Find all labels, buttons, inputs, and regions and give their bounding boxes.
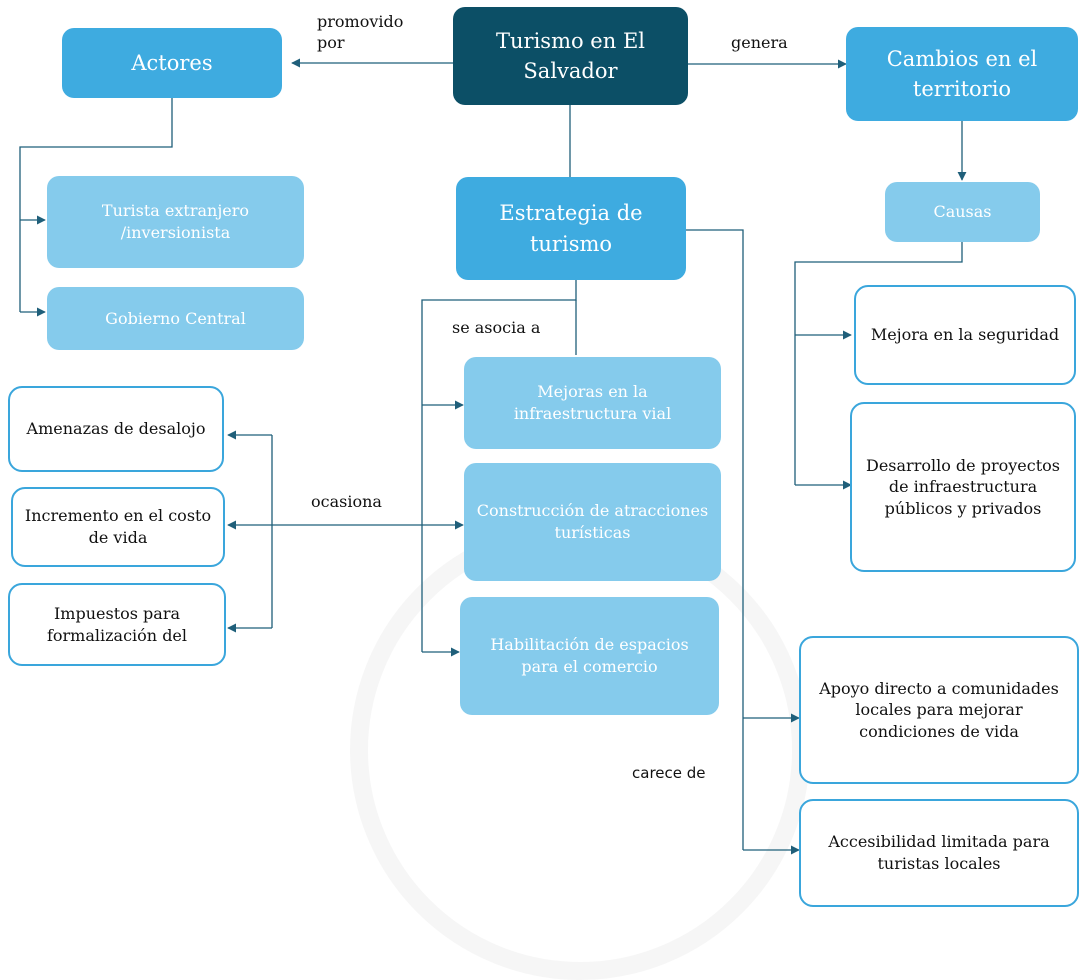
node-apoyo-comunidades-label: Apoyo directo a comunidades locales para… [819,678,1059,741]
node-turismo-el-salvador-label: Turismo en El Salvador [496,28,645,83]
node-accesibilidad-limitada: Accesibilidad limitada para turistas loc… [799,799,1079,907]
node-construccion-atracciones: Construcción de atracciones turísticas [464,463,721,581]
node-amenazas-desalojo: Amenazas de desalojo [8,386,224,472]
node-gobierno-central: Gobierno Central [47,287,304,350]
node-turismo-el-salvador: Turismo en El Salvador [453,7,688,105]
connector-layer [19,58,967,855]
node-turista-extranjero-label: Turista extranjero /inversionista [101,201,250,242]
node-actores-label: Actores [131,50,213,75]
node-desarrollo-proyectos-label: Desarrollo de proyectos de infraestructu… [866,455,1060,518]
node-incremento-costo-label: Incremento en el costo de vida [24,506,212,547]
edge-label-ocasiona: ocasiona [311,492,382,513]
edge-label-genera: genera [731,33,788,54]
edge-actores-bracket [19,98,173,312]
node-turista-extranjero: Turista extranjero /inversionista [47,176,304,268]
node-mejora-seguridad: Mejora en la seguridad [854,285,1076,385]
node-amenazas-desalojo-label: Amenazas de desalojo [26,419,206,439]
node-cambios-territorio-label: Cambios en el territorio [886,46,1038,101]
edge-estrategia-carece [686,229,744,850]
node-incremento-costo: Incremento en el costo de vida [11,487,225,567]
node-mejora-seguridad-label: Mejora en la seguridad [870,325,1060,345]
node-habilitacion-espacios-label: Habilitación de espacios para el comerci… [490,635,689,676]
node-desarrollo-proyectos: Desarrollo de proyectos de infraestructu… [850,402,1076,572]
edge-causas-bracket [794,242,963,485]
node-mejoras-vial-label: Mejoras en la infraestructura vial [513,382,672,423]
edge-label-promovido-por-text: promovido por [317,12,404,52]
edge-label-se-asocia-a: se asocia a [452,318,540,339]
node-estrategia-turismo-label: Estrategia de turismo [499,201,643,256]
node-apoyo-comunidades: Apoyo directo a comunidades locales para… [799,636,1079,784]
node-mejoras-vial: Mejoras en la infraestructura vial [464,357,721,449]
node-construccion-atracciones-label: Construcción de atracciones turísticas [476,501,709,542]
node-gobierno-central-label: Gobierno Central [105,308,246,328]
node-causas-label: Causas [933,202,992,222]
edge-label-se-asocia-a-text: se asocia a [452,318,541,337]
node-accesibilidad-limitada-label: Accesibilidad limitada para turistas loc… [828,832,1050,873]
edge-label-carece-de: carece de [632,764,706,784]
edge-label-carece-de-text: carece de [632,764,706,782]
edge-label-genera-text: genera [731,33,788,52]
node-impuestos-formalizacion: Impuestos para formalización del [8,583,226,666]
node-estrategia-turismo: Estrategia de turismo [456,177,686,280]
edge-label-ocasiona-text: ocasiona [311,492,382,511]
node-actores: Actores [62,28,282,98]
edge-label-promovido-por: promovido por [317,12,417,54]
node-cambios-territorio: Cambios en el territorio [846,27,1078,121]
node-causas: Causas [885,182,1040,242]
node-impuestos-formalizacion-label: Impuestos para formalización del [46,603,188,645]
node-habilitacion-espacios: Habilitación de espacios para el comerci… [460,597,719,715]
edge-estrategia-asocia [421,280,577,652]
